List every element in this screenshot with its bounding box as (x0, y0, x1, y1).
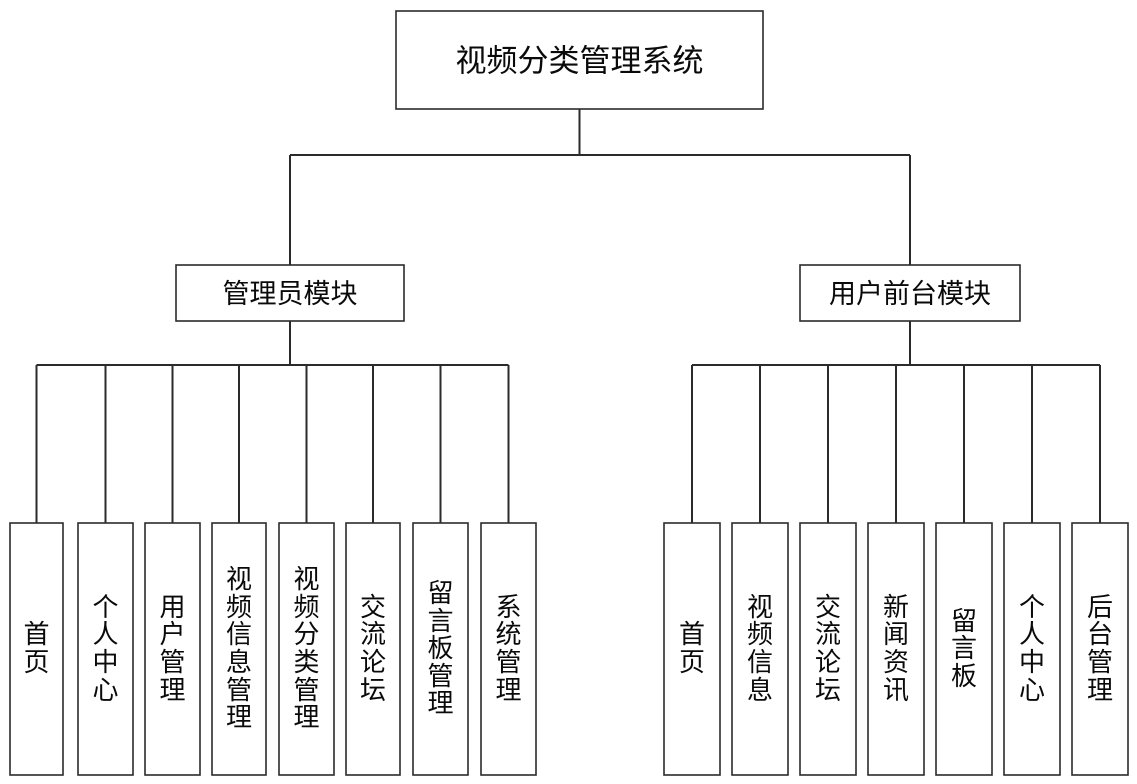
node-leaf-admin-0[interactable] (9, 522, 64, 776)
node-leaf-user-frontend-6[interactable] (1071, 522, 1129, 776)
node-leaf-admin-3[interactable] (211, 522, 267, 776)
node-leaf-admin-1[interactable] (77, 522, 134, 776)
node-leaf-user-frontend-3[interactable] (867, 522, 925, 776)
connector-lines (35, 109, 1101, 523)
node-branch-label-user-frontend: 用户前台模块 (829, 279, 991, 309)
node-leaf-user-frontend-0[interactable] (663, 522, 721, 776)
node-leaf-user-frontend-5[interactable] (1003, 522, 1061, 776)
node-root-label: 视频分类管理系统 (456, 44, 704, 79)
node-leaf-admin-4[interactable] (278, 522, 335, 776)
node-leaf-admin-7[interactable] (480, 522, 537, 776)
node-leaf-admin-5[interactable] (345, 522, 401, 776)
node-leaf-admin-6[interactable] (412, 522, 469, 776)
node-boxes (9, 10, 1129, 776)
node-leaf-user-frontend-4[interactable] (935, 522, 993, 776)
node-branch-user-frontend[interactable] (799, 264, 1021, 322)
node-leaf-user-frontend-2[interactable] (799, 522, 857, 776)
node-branch-admin[interactable] (175, 264, 405, 322)
node-leaf-user-frontend-1[interactable] (731, 522, 789, 776)
node-branch-label-admin: 管理员模块 (223, 279, 358, 309)
node-leaf-admin-2[interactable] (144, 522, 201, 776)
node-root[interactable] (395, 10, 764, 110)
